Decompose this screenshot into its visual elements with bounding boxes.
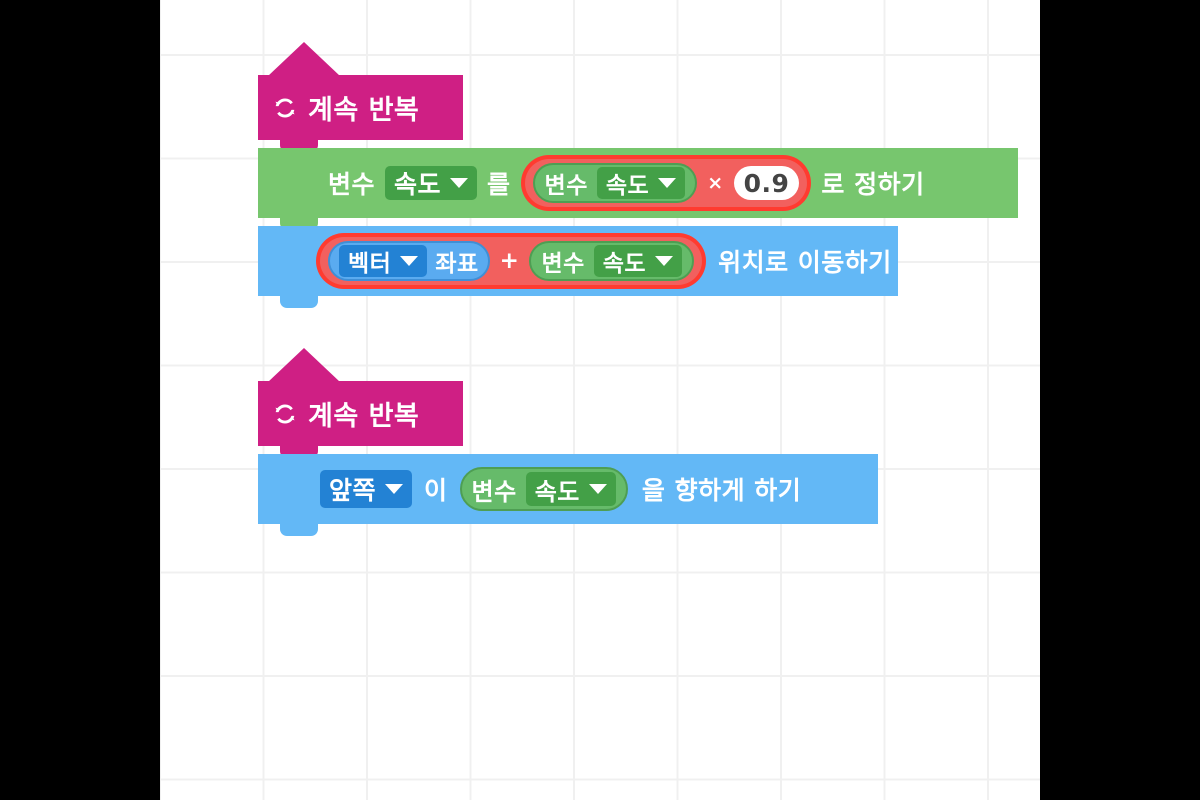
- set-variable-particle-label: 를: [487, 170, 511, 199]
- variable-reporter-prefix-label-2: 변수: [541, 251, 585, 277]
- vector-dropdown[interactable]: 벡터: [339, 245, 428, 277]
- chevron-down-icon: [588, 484, 607, 494]
- set-variable-dropdown-value: 속도: [394, 170, 442, 199]
- set-variable-row: 변수 속도 를 변수 속도 × 0.9: [328, 148, 925, 218]
- chevron-down-icon: [655, 256, 674, 266]
- point-towards-bottom-tab: [280, 524, 318, 536]
- variable-reporter-dropdown-3[interactable]: 속도: [525, 472, 616, 506]
- loop-block-hat-2[interactable]: 계속 반복: [258, 348, 463, 458]
- chevron-down-icon: [385, 484, 404, 494]
- loop-hat-body: [258, 75, 463, 140]
- multiply-operand-number-field[interactable]: 0.9: [733, 166, 800, 200]
- vector-dropdown-value: 벡터: [348, 251, 392, 277]
- loop-arrow-icon: [272, 401, 298, 427]
- loop-arrow-icon: [272, 95, 298, 121]
- variable-reporter-dropdown-value-2: 속도: [602, 251, 647, 277]
- move-to-position-block[interactable]: 벡터 좌표 + 변수 속도 위치로 이동하기: [258, 226, 898, 308]
- vector-trailing-label: 좌표: [435, 251, 479, 277]
- move-to-position-row: 벡터 좌표 + 변수 속도 위치로 이동하기: [320, 226, 892, 296]
- set-variable-prefix-label: 변수: [328, 170, 376, 199]
- set-variable-dropdown[interactable]: 속도: [385, 166, 478, 200]
- variable-reporter-dropdown-1[interactable]: 속도: [596, 167, 686, 199]
- plus-operator-symbol: +: [499, 248, 520, 274]
- loop-hat-peak: [268, 42, 340, 76]
- multiply-operator-block[interactable]: 변수 속도 × 0.9: [524, 159, 808, 207]
- point-towards-particle-label: 이: [424, 476, 448, 505]
- move-to-position-bottom-tab: [280, 296, 318, 308]
- point-towards-suffix-label: 을 향하게 하기: [641, 476, 802, 505]
- vector-coordinate-reporter[interactable]: 벡터 좌표: [328, 241, 490, 281]
- loop-hat-peak-2: [268, 348, 340, 382]
- multiply-operator-symbol: ×: [707, 172, 724, 194]
- loop-hat-label-row-2: 계속 반복: [272, 381, 419, 446]
- chevron-down-icon: [450, 178, 469, 188]
- chevron-down-icon: [400, 256, 419, 266]
- variable-reporter-speed-1[interactable]: 변수 속도: [532, 163, 698, 203]
- variable-reporter-speed-3[interactable]: 변수 속도: [459, 467, 628, 511]
- set-variable-block[interactable]: 변수 속도 를 변수 속도 × 0.9: [258, 148, 1018, 230]
- point-towards-block[interactable]: 앞쪽 이 변수 속도 을 향하게 하기: [258, 454, 878, 536]
- variable-reporter-speed-2[interactable]: 변수 속도: [529, 241, 695, 281]
- loop-hat-label-2: 계속 반복: [308, 401, 420, 432]
- point-towards-row: 앞쪽 이 변수 속도 을 향하게 하기: [320, 454, 801, 524]
- point-towards-direction-dropdown[interactable]: 앞쪽: [320, 470, 413, 508]
- loop-hat-label: 계속 반복: [308, 95, 420, 126]
- variable-reporter-prefix-label-3: 변수: [471, 477, 517, 506]
- loop-block-hat-1[interactable]: 계속 반복: [258, 42, 463, 152]
- plus-operator-block[interactable]: 벡터 좌표 + 변수 속도: [320, 237, 703, 285]
- block-canvas[interactable]: 계속 반복 변수 속도 를 변수 속도: [160, 0, 1040, 800]
- chevron-down-icon: [658, 178, 677, 188]
- variable-reporter-dropdown-2[interactable]: 속도: [593, 245, 683, 277]
- set-variable-suffix-label: 로 정하기: [821, 170, 925, 199]
- variable-reporter-prefix-label-1: 변수: [544, 173, 588, 199]
- loop-hat-body-2: [258, 381, 463, 446]
- move-to-position-suffix-label: 위치로 이동하기: [718, 248, 892, 277]
- loop-hat-label-row: 계속 반복: [272, 75, 419, 140]
- point-towards-direction-value: 앞쪽: [329, 476, 377, 505]
- variable-reporter-dropdown-value-1: 속도: [605, 173, 650, 199]
- variable-reporter-dropdown-value-3: 속도: [534, 477, 580, 506]
